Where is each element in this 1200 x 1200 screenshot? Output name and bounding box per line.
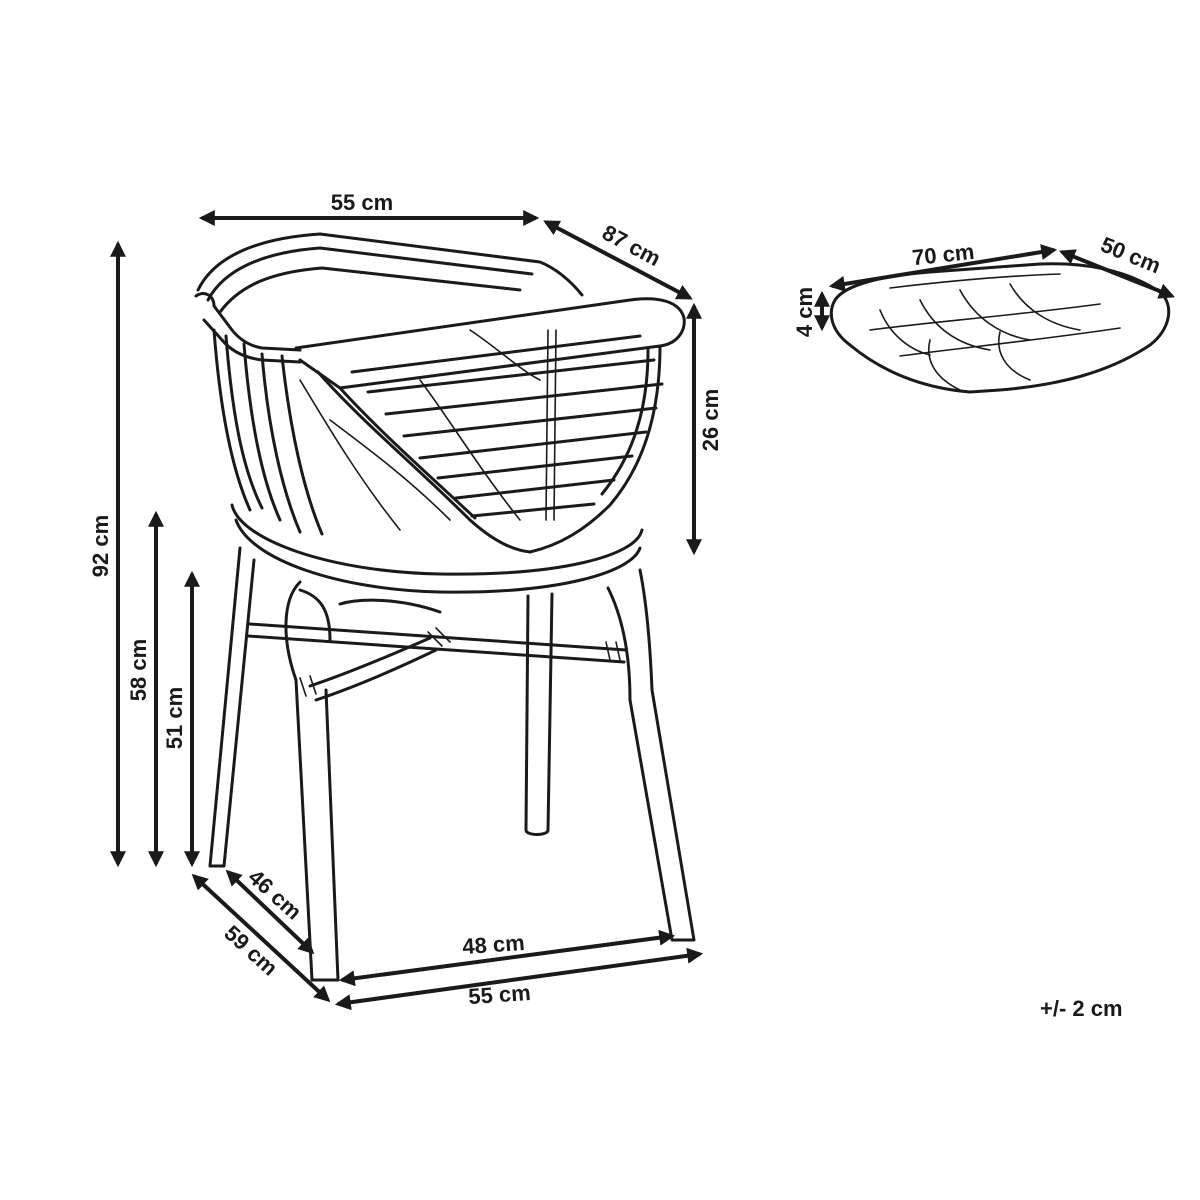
label-overall-depth: 87 cm xyxy=(598,220,665,271)
label-backrest-height: 26 cm xyxy=(698,389,723,451)
dim-line-cushion-width xyxy=(1059,249,1175,299)
dim-line-base-width xyxy=(334,947,704,1011)
cushion-drawing xyxy=(829,262,1171,394)
label-seat-width: 48 cm xyxy=(461,930,525,959)
label-overall-width: 55 cm xyxy=(331,190,393,215)
label-base-width: 55 cm xyxy=(467,980,531,1009)
tolerance-note: +/- 2 cm xyxy=(1040,996,1123,1021)
dim-line-overall-depth xyxy=(543,220,693,300)
label-overall-height: 92 cm xyxy=(88,515,113,577)
label-cushion-thickness: 4 cm xyxy=(792,287,817,337)
dim-line-cushion-length xyxy=(828,244,1058,292)
dim-line-base-depth xyxy=(191,873,331,1003)
chair-drawing xyxy=(194,232,696,982)
label-seat-height: 51 cm xyxy=(162,687,187,749)
label-armrest-height: 58 cm xyxy=(126,639,151,701)
dimension-lines xyxy=(110,210,1175,1011)
